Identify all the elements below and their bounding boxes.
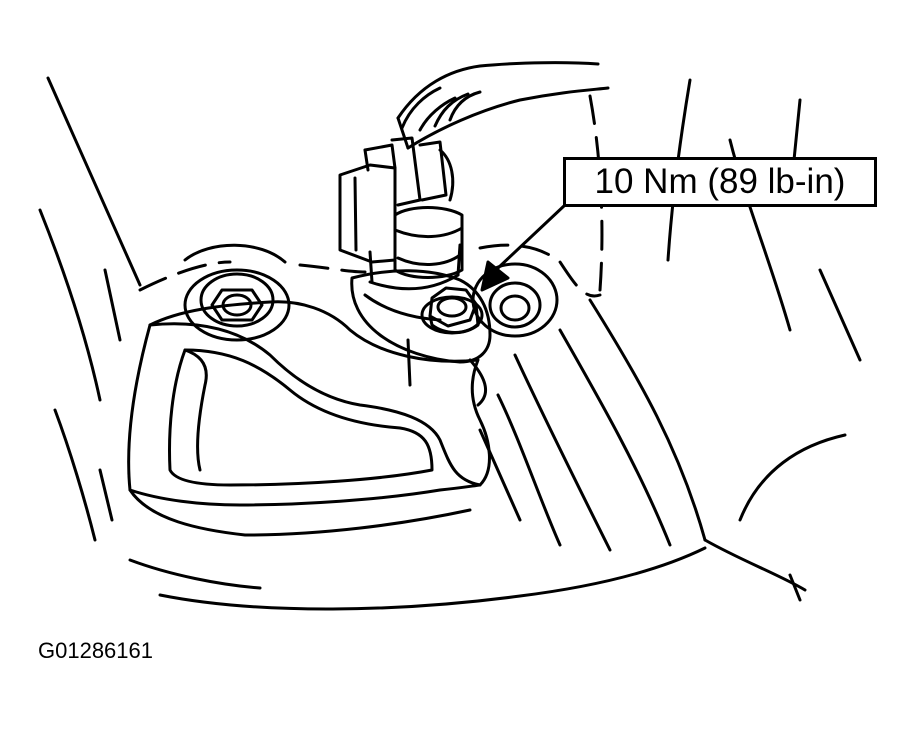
mounting-flange-edge [138, 94, 604, 298]
left-mounting-bolt [183, 243, 291, 342]
torque-callout-box: 10 Nm (89 lb-in) [563, 157, 877, 207]
torque-spec-label: 10 Nm (89 lb-in) [594, 162, 846, 201]
torque-target-bolt [420, 286, 484, 335]
figure-code-label: G01286161 [38, 638, 153, 663]
housing-left-edges [38, 76, 142, 542]
cover-plate [127, 300, 491, 537]
housing-bottom-contour [128, 546, 707, 611]
sensor-body [338, 136, 492, 407]
callout-leader-arrow [480, 203, 567, 292]
wire-harness [396, 61, 610, 150]
